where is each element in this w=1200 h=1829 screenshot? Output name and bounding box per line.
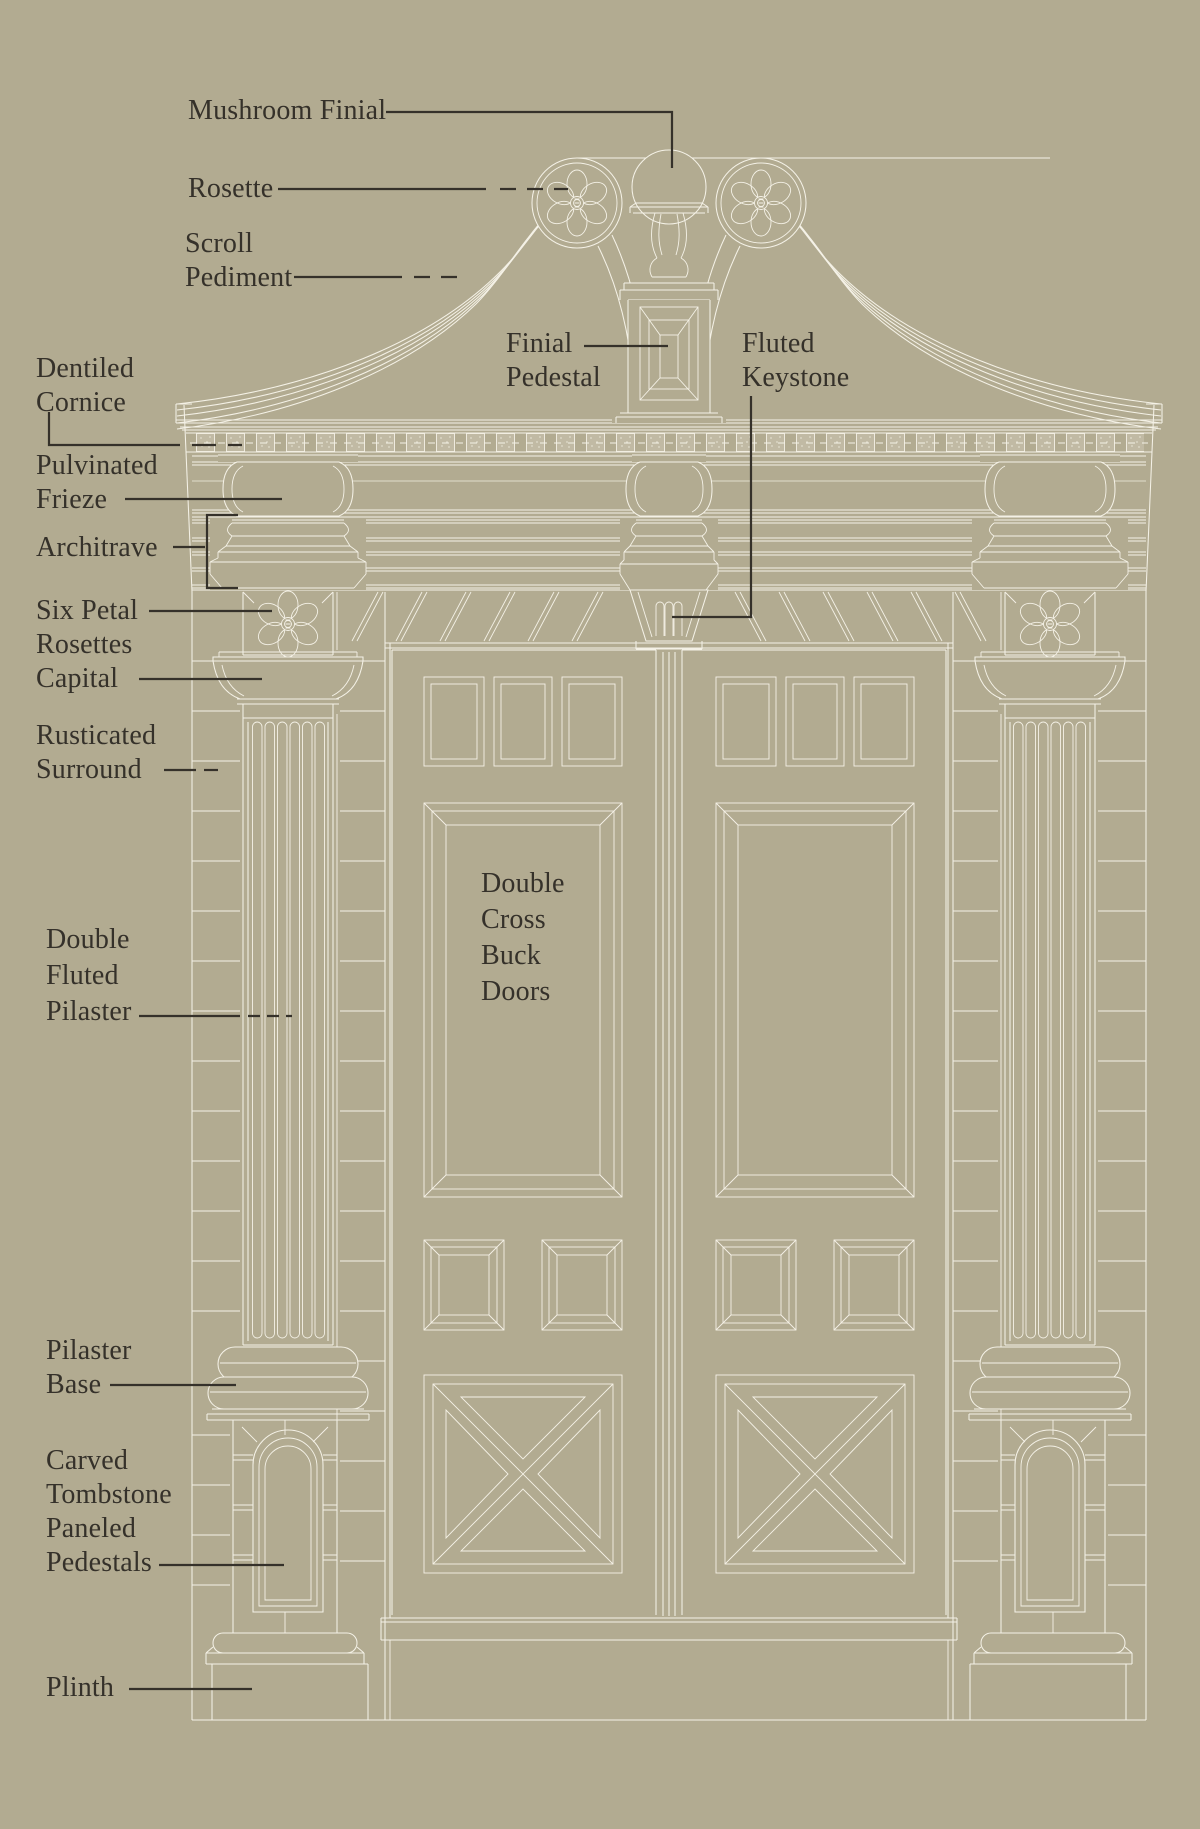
label-line: Keystone: [742, 362, 850, 393]
label-line: Paneled: [46, 1513, 137, 1544]
label-line: Pilaster: [46, 1335, 132, 1366]
label-dentiled-cornice: Dentiled Cornice: [36, 352, 134, 420]
label-line: Rusticated: [36, 720, 157, 751]
label-line: Fluted: [742, 328, 815, 359]
label-rusticated-surround: Rusticated Surround: [36, 719, 156, 787]
label-carved-tombstone-paneled-pedestals: Carved Tombstone Paneled Pedestals: [46, 1444, 172, 1580]
label-line: Six Petal: [36, 595, 139, 626]
pilaster-base-drawing: [217, 1346, 359, 1382]
label-line: Plinth: [46, 1672, 115, 1703]
label-line: Pedestal: [506, 362, 601, 393]
label-mushroom-finial: Mushroom Finial: [188, 94, 386, 128]
rustication-joints-inner: [340, 660, 385, 1562]
label-line: Double: [46, 924, 130, 955]
label-line: Pediment: [185, 262, 293, 293]
architrave-bracket: [205, 513, 238, 590]
label-capital: Capital: [36, 662, 118, 696]
label-line: Cornice: [36, 387, 127, 418]
label-leader-lines: [47, 110, 753, 1691]
label-rosette: Rosette: [188, 172, 273, 206]
label-line: Architrave: [36, 532, 158, 563]
label-line: Capital: [36, 663, 119, 694]
label-line: Carved: [46, 1445, 129, 1476]
label-line: Double: [481, 868, 565, 899]
door-leaf: [391, 649, 657, 1615]
label-line: Fluted: [46, 960, 119, 991]
pedestal-body: [232, 1419, 338, 1633]
label-line: Dentiled: [36, 353, 135, 384]
label-line: Rosette: [188, 173, 274, 204]
label-line: Pilaster: [46, 996, 132, 1027]
mushroom-finial-drawing: [629, 149, 709, 278]
leader-dentiled-cornice: [47, 412, 180, 447]
cross-buck-panel: [423, 1374, 623, 1574]
rosette-panel: [242, 592, 334, 656]
label-line: Cross: [481, 904, 546, 935]
center-architrave-block-drawing: [619, 518, 719, 591]
center-frieze-block-drawing: [625, 451, 713, 517]
double-doors-drawing: [380, 642, 958, 1720]
fluted-pilaster-shaft: [242, 718, 334, 1346]
label-line: Finial: [506, 328, 573, 359]
door-jamb: [384, 592, 391, 1720]
door-head: [385, 642, 953, 649]
label-line: Mushroom Finial: [188, 95, 387, 126]
finial-pedestal-drawing: [612, 282, 726, 423]
label-line: Doors: [481, 976, 551, 1007]
label-finial-pedestal: Finial Pedestal: [506, 327, 601, 395]
pilaster-rosette: [253, 590, 323, 658]
label-line: Base: [46, 1369, 102, 1400]
label-double-fluted-pilaster: Double Fluted Pilaster: [46, 922, 132, 1030]
tombstone-panel: [252, 1429, 324, 1613]
label-double-cross-buck-doors: Double Cross Buck Doors: [481, 866, 565, 1010]
fluted-keystone-drawing: [629, 589, 709, 650]
astragal: [662, 652, 676, 1616]
voussoir-band-drawing: [351, 591, 987, 642]
label-plinth: Plinth: [46, 1671, 114, 1705]
dentil-band: [196, 433, 1144, 452]
leader-fluted-keystone: [672, 396, 753, 619]
architrave-block: [232, 519, 344, 524]
label-line: Pulvinated: [36, 450, 158, 481]
label-line: Frieze: [36, 484, 108, 515]
label-line: Surround: [36, 754, 142, 785]
pilaster-column-right-drawing: [948, 405, 1154, 1720]
label-line: Tombstone: [46, 1479, 172, 1510]
label-six-petal-rosettes: Six Petal Rosettes: [36, 594, 138, 662]
label-pulvinated-frieze: Pulvinated Frieze: [36, 449, 158, 517]
door-sill: [380, 1617, 958, 1641]
label-scroll-pediment: Scroll Pediment: [185, 227, 292, 295]
plinth-block: [211, 1663, 369, 1720]
label-fluted-keystone: Fluted Keystone: [742, 327, 849, 395]
pulvinated-frieze-block: [222, 461, 354, 517]
leader-mushroom-finial: [386, 110, 674, 168]
rusticated-surround-edge: [183, 404, 193, 1720]
label-line: Pedestals: [46, 1547, 153, 1578]
label-architrave: Architrave: [36, 531, 158, 565]
scroll-pediment-left-drawing: [176, 157, 651, 430]
label-line: Rosettes: [36, 629, 133, 660]
pilaster-column-left-drawing: [183, 404, 391, 1720]
label-pilaster-base: Pilaster Base: [46, 1334, 132, 1402]
label-line: Scroll: [185, 228, 254, 259]
label-line: Buck: [481, 940, 541, 971]
